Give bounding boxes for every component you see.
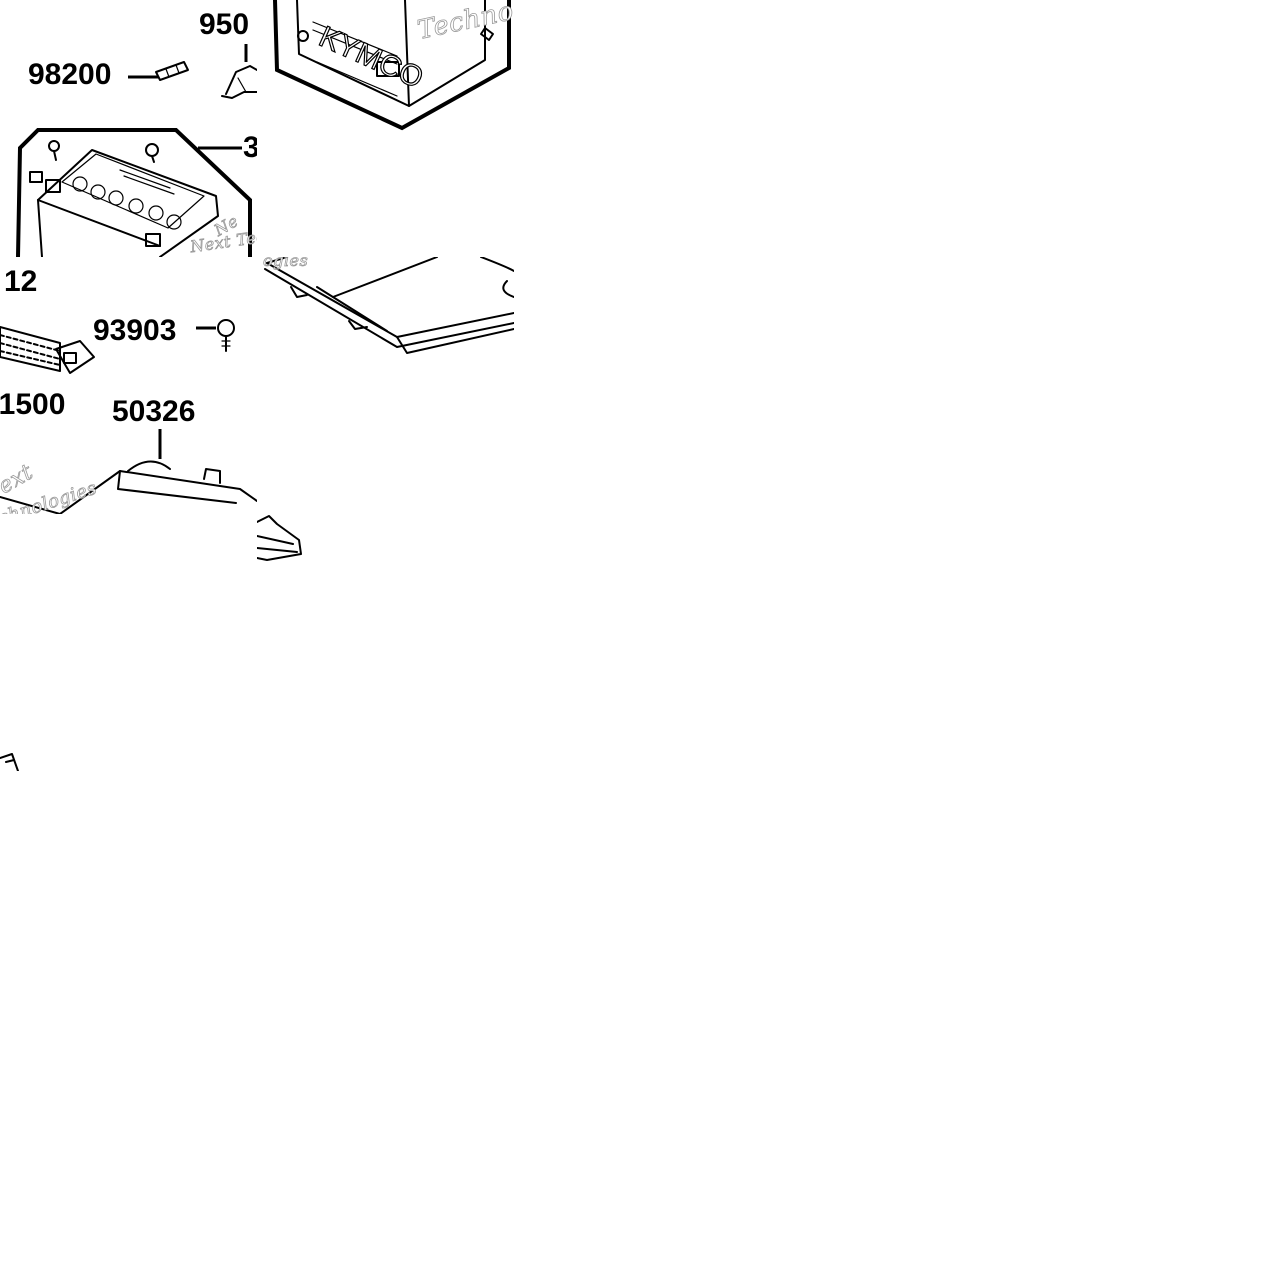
bolt-icon [217,319,235,352]
tile-lower-left [0,514,257,771]
battery-cover-icon [0,460,257,514]
fuse-icon [155,61,189,81]
cover-edge-drawing [257,515,302,561]
tray-base-drawing [264,257,514,354]
tile-cover-fragment [257,514,305,575]
part-label-93903: 93903 [93,314,177,347]
tile-middle-right: ogies [257,257,514,514]
tile-top-right: KYMCO Techno [257,0,514,257]
battery-parts-drawing-a [16,44,257,257]
terminal-bracket-icon [221,65,257,99]
battery-icon [29,149,219,257]
part-label-12: 12 [4,265,38,298]
battery-tray-base-icon [264,257,514,354]
clip-fragment-drawing [0,753,19,771]
watermark-text: ogies [263,257,309,270]
part-label-98200: 98200 [28,58,112,91]
screw-icon [145,143,159,163]
battery-icon [296,0,494,107]
strap-and-cover-drawing [0,319,257,514]
clip-icon [0,753,19,771]
part-label-3: 3 [243,131,257,164]
part-label-50326: 50326 [112,395,196,428]
battery-brand-logo: KYMCO [314,20,428,95]
battery-closeup-drawing: KYMCO [273,0,511,131]
battery-strap-icon [0,326,95,374]
battery-tray-outline [273,0,511,131]
part-label-950: 950 [199,8,250,41]
screw-icon [48,140,60,161]
battery-tray-outline [16,128,252,257]
battery-cover-edge-icon [257,515,302,561]
tile-top-left: 950 98200 3 Ne Next Tec [0,0,257,257]
